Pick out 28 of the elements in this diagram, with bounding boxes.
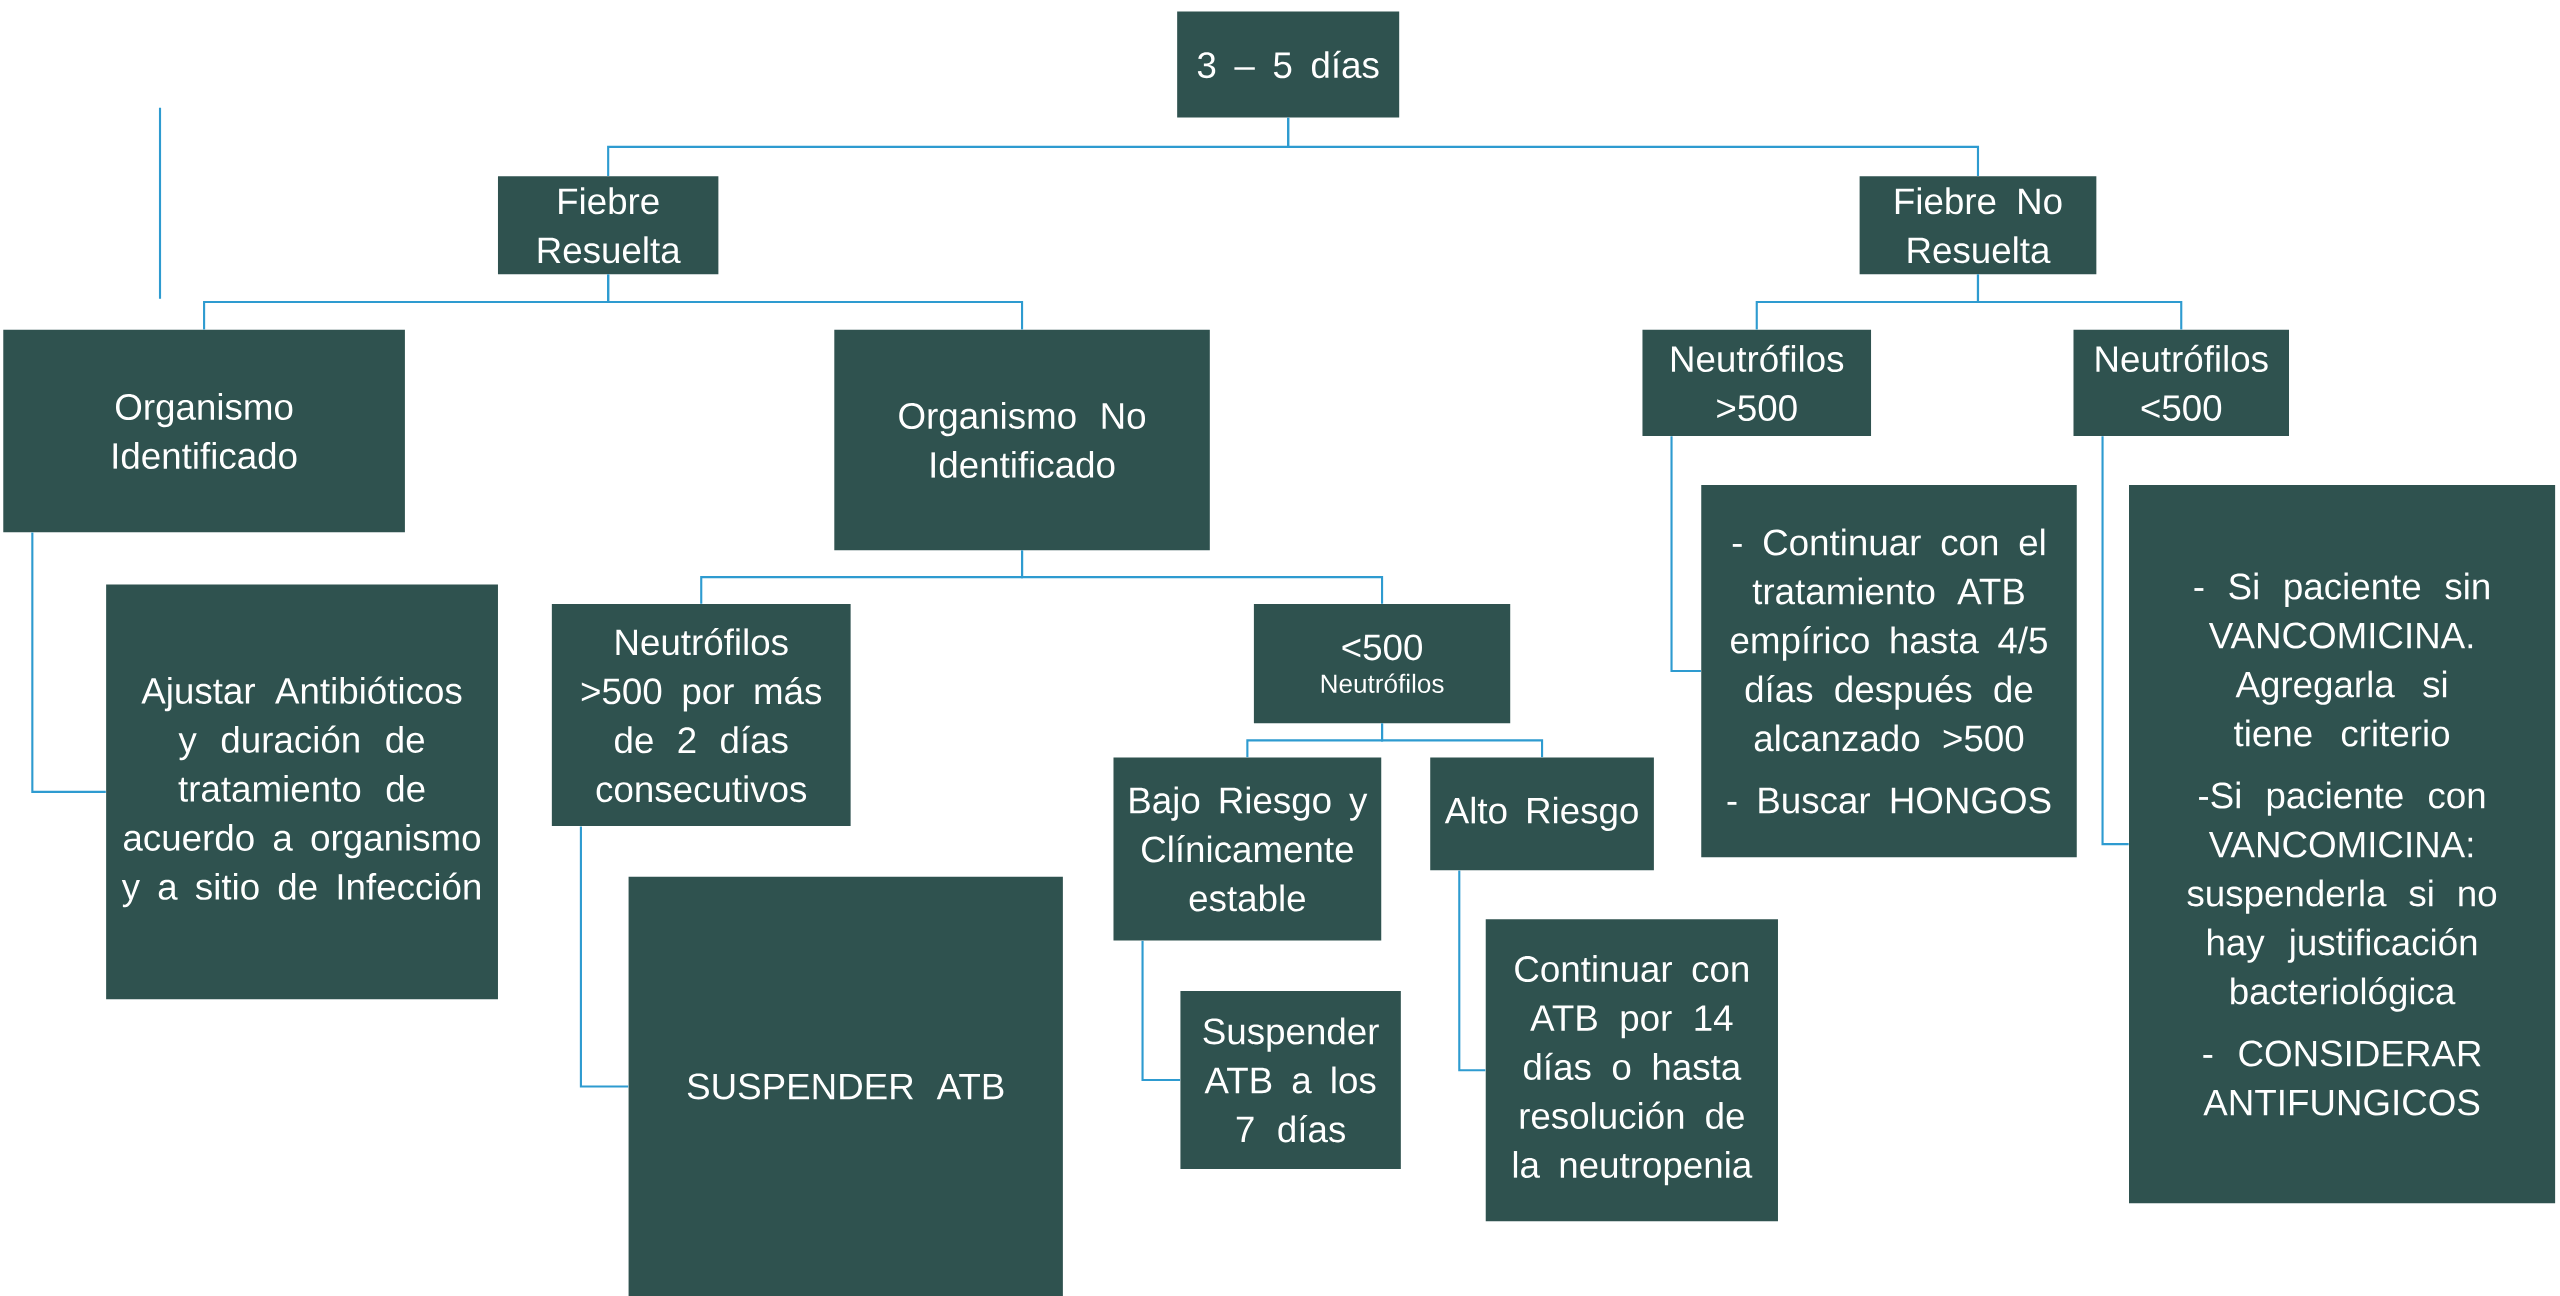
connector — [1021, 550, 1384, 604]
process-box: Suspender ATB a los 7 días — [1180, 990, 1401, 1169]
process-box: Neutrófilos <500 — [2073, 329, 2289, 436]
process-box: Bajo Riesgo y Clínicamente estable — [1113, 757, 1382, 941]
process-box: - Si paciente sin VANCOMICINA. Agregarla si tiene criterio -Si paciente con VANCOMICINA: suspenderla si no hay justificación bacteriológica - CONSIDERAR ANTIFUNGICOS — [2129, 484, 2556, 1204]
process-box: <500 Neutrófilos — [1253, 603, 1511, 724]
connector — [1458, 870, 1486, 1072]
connector — [2101, 436, 2129, 845]
connector — [607, 274, 1024, 330]
process-box: Alto Riesgo — [1430, 757, 1654, 871]
process-box: Ajustar Antibióticos y duración de tratamiento de acuerdo a organismo y a sitio de Infección — [106, 584, 498, 1000]
connector — [1381, 723, 1544, 758]
process-box: Organismo No Identificado — [834, 329, 1210, 551]
process-box: - Continuar con el tratamiento ATB empírico hasta 4/5 días después de alcanzado >500 - Buscar HONGOS — [1701, 484, 2077, 857]
connector — [31, 532, 106, 793]
process-box: 3 – 5 días — [1177, 11, 1400, 118]
connector — [579, 826, 629, 1088]
process-box: Fiebre Resuelta — [497, 176, 719, 275]
connector — [1976, 274, 2183, 330]
process-box: SUSPENDER ATB — [628, 876, 1063, 1296]
process-box: Organismo Identificado — [3, 329, 405, 533]
process-box: Continuar con ATB por 14 días o hasta resolución de la neutropenia — [1485, 919, 1778, 1222]
process-box: Neutrófilos >500 — [1642, 329, 1872, 436]
connector — [1670, 436, 1701, 672]
process-box: Neutrófilos >500 por más de 2 días consecutivos — [551, 603, 851, 826]
connector — [1287, 117, 1980, 176]
connector — [1141, 940, 1181, 1081]
process-box: Fiebre No Resuelta — [1859, 176, 2097, 275]
